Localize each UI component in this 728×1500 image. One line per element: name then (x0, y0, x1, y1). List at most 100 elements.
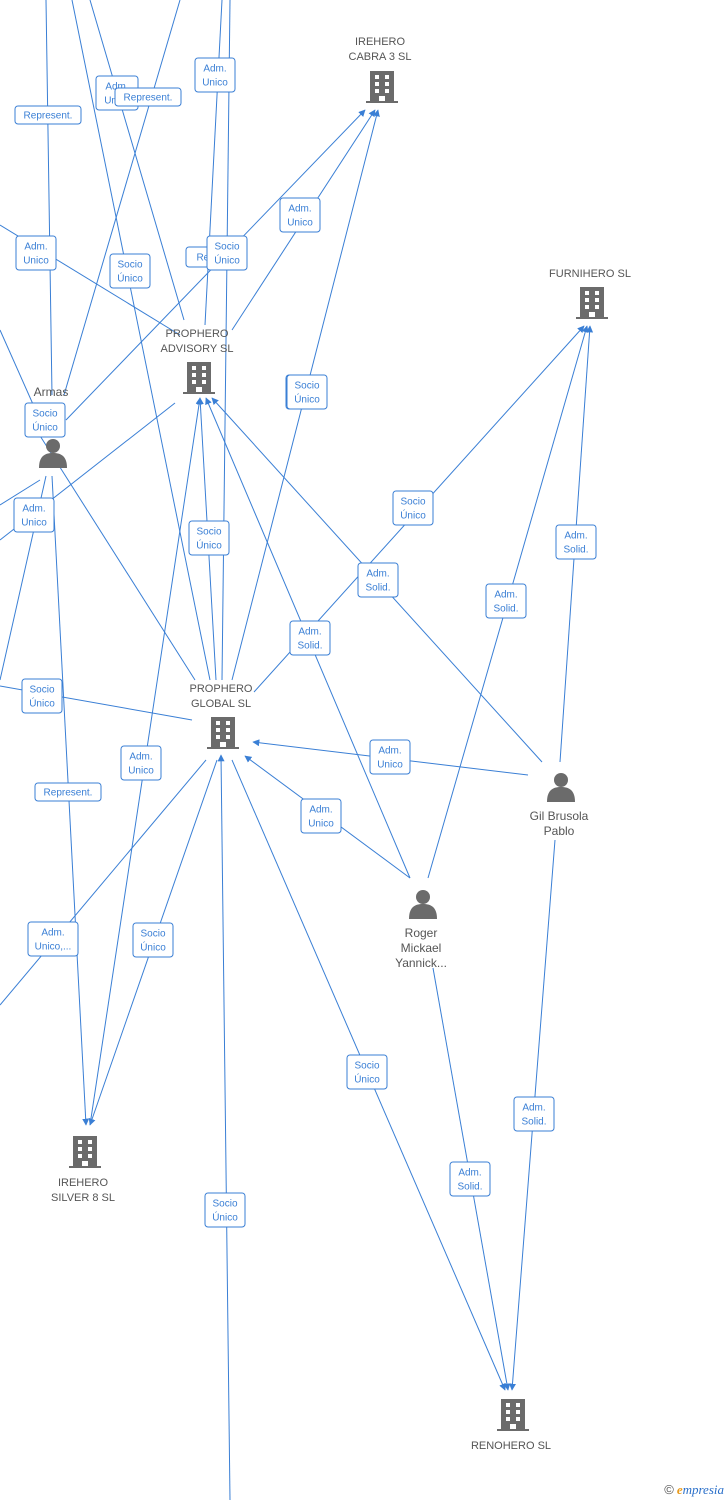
badge-text: Adm. (203, 64, 226, 75)
badge-box (286, 374, 328, 410)
relation-badge[interactable]: Adm. Solid. (357, 562, 399, 598)
badge-text: Único (214, 254, 240, 267)
company-label: PROPHERO (190, 683, 253, 695)
badge-text: Único (117, 272, 143, 285)
relation-badge[interactable]: Adm.Unico (15, 235, 57, 271)
company-label: RENOHERO SL (471, 1440, 551, 1452)
relation-badge[interactable]: Adm.Solid. (485, 583, 527, 619)
badge-text: Unico (377, 760, 403, 771)
relation-badge[interactable]: Adm. Unico (194, 57, 236, 93)
badge-text: Solid. (365, 583, 390, 594)
badge-text: Unico (202, 78, 228, 89)
badge-box (120, 745, 162, 781)
relation-badge[interactable]: Represent. (14, 105, 82, 125)
relation-badge[interactable]: Adm.Unico (120, 745, 162, 781)
badge-text: Único (196, 539, 222, 552)
badge-text: Adm. (24, 242, 47, 253)
relation-badges: Adm.UnicoAdm.UnicoRepresent.Represent.Ad… (13, 57, 597, 1228)
badge-text: Adm. (378, 746, 401, 757)
company-label: ADVISORY SL (161, 343, 234, 355)
edge (45, 0, 53, 396)
relation-badge[interactable]: Represent. (34, 782, 102, 802)
badge-box (300, 798, 342, 834)
company-furnihero[interactable]: FURNIHERO SL (549, 268, 631, 319)
brand-initial: e (676, 1482, 683, 1497)
badge-text: Socio (212, 1199, 237, 1210)
badge-text: Socio (196, 527, 221, 538)
person-roger[interactable]: Roger Mickael Yannick... (395, 890, 447, 970)
edge (71, 0, 211, 681)
badge-box (357, 562, 399, 598)
relation-badge[interactable]: Adm.Solid. (289, 620, 331, 656)
badge-text: Socio (294, 381, 319, 392)
badge-text: Solid. (493, 604, 518, 615)
company-prophero-global[interactable]: PROPHERO GLOBAL SL (190, 683, 253, 749)
badge-box (132, 922, 174, 958)
badge-text: Único (354, 1073, 380, 1086)
person-armas[interactable]: Armas (34, 385, 69, 468)
brand-name: mpresia (682, 1482, 724, 1497)
badge-box (194, 57, 236, 93)
company-irehero-silver[interactable]: IREHERO SILVER 8 SL (51, 1136, 115, 1204)
badge-box (289, 620, 331, 656)
company-irehero-cabra[interactable]: IREHERO CABRA 3 SL (349, 36, 412, 103)
company-label: SILVER 8 SL (51, 1192, 115, 1204)
badge-text: Adm. (22, 504, 45, 515)
badge-text: Represent. (124, 93, 173, 104)
relation-badge[interactable]: Adm.Solid. (449, 1161, 491, 1197)
badge-box (24, 402, 66, 438)
edge (221, 0, 231, 681)
badge-text: Solid. (297, 641, 322, 652)
person-gil-brusola[interactable]: Gil Brusola Pablo (530, 773, 589, 838)
badge-box (346, 1054, 388, 1090)
copyright-symbol: © (664, 1482, 674, 1497)
badge-box (15, 235, 57, 271)
company-prophero-advisory[interactable]: PROPHERO ADVISORY SL (161, 328, 234, 394)
company-label: IREHERO (355, 36, 406, 48)
relation-badge[interactable]: Adm.Solid. (513, 1096, 555, 1132)
relation-badge[interactable]: Represent. (114, 87, 182, 107)
edge (63, 0, 181, 396)
badge-text: Único (212, 1211, 238, 1224)
relation-badge[interactable]: Adm.Unico (300, 798, 342, 834)
badge-text: Unico,... (35, 942, 72, 953)
badge-box (27, 921, 79, 957)
building-icon (69, 1136, 101, 1168)
badge-box (114, 87, 182, 107)
badge-box (555, 524, 597, 560)
badge-text: Adm. (129, 752, 152, 763)
person-label: Yannick... (395, 956, 447, 970)
edge (204, 0, 223, 326)
badge-box (392, 490, 434, 526)
badge-text: Solid. (521, 1117, 546, 1128)
company-renohero[interactable]: RENOHERO SL (471, 1399, 551, 1452)
relation-badge[interactable]: Adm.Unico (279, 197, 321, 233)
footer-brand: ©empresia (664, 1482, 724, 1498)
badge-box (485, 583, 527, 619)
badge-box (449, 1161, 491, 1197)
relation-badge[interactable]: Adm.Unico,... (27, 921, 79, 957)
badge-text: Adm. (288, 204, 311, 215)
person-icon (547, 773, 575, 802)
relation-badge[interactable]: Adm. Unico (369, 739, 411, 775)
person-label: Roger (405, 926, 438, 940)
relation-badge[interactable]: Adm.Unico (13, 497, 55, 533)
badge-text: Adm. (366, 569, 389, 580)
badge-text: Socio (140, 929, 165, 940)
relation-badge[interactable]: Adm.Solid. (555, 524, 597, 560)
badge-text: Represent. (24, 111, 73, 122)
person-label: Mickael (401, 941, 442, 955)
badge-text: Adm. (458, 1168, 481, 1179)
badge-text: Socio (400, 497, 425, 508)
